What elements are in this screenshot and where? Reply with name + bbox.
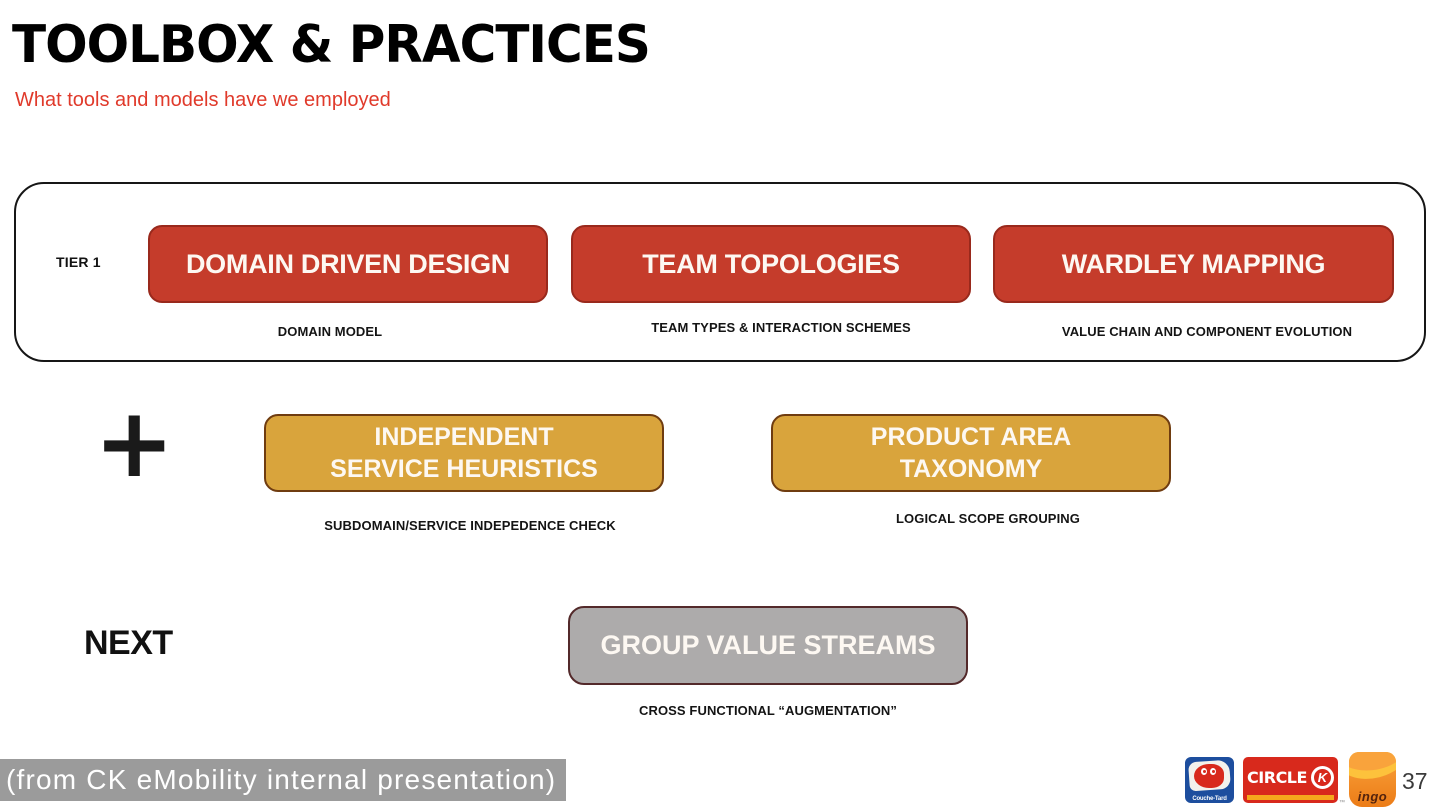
- caption-cross-functional: CROSS FUNCTIONAL “AUGMENTATION”: [638, 703, 898, 718]
- caption-domain-model: DOMAIN MODEL: [277, 324, 383, 339]
- caption-subdomain-check: SUBDOMAIN/SERVICE INDEPEDENCE CHECK: [324, 518, 616, 533]
- couche-tard-logo: Couche-Tard: [1185, 757, 1234, 803]
- page-title: TOOLBOX & PRACTICES: [12, 14, 651, 75]
- tier1-label: TIER 1: [56, 254, 101, 270]
- couche-tard-owl-icon: [1194, 764, 1224, 788]
- plus-symbol: +: [94, 387, 175, 499]
- page-number: 37: [1402, 768, 1428, 794]
- owl-eye: [1210, 768, 1216, 775]
- ingo-logo: ingo: [1349, 752, 1396, 807]
- page-subtitle: What tools and models have we employed: [15, 89, 391, 111]
- next-label: NEXT: [84, 624, 173, 662]
- ingo-wordmark: ingo: [1357, 789, 1388, 804]
- caption-value-chain: VALUE CHAIN AND COMPONENT EVOLUTION: [1061, 324, 1353, 339]
- practice-independent-service-heuristics: INDEPENDENT SERVICE HEURISTICS: [264, 414, 664, 492]
- practice-domain-driven-design: DOMAIN DRIVEN DESIGN: [148, 225, 548, 303]
- source-note: (from CK eMobility internal presentation…: [0, 759, 567, 801]
- caption-logical-scope: LOGICAL SCOPE GROUPING: [896, 511, 1080, 526]
- circle-k-wordmark: CIRCLE: [1247, 767, 1307, 787]
- caption-team-types: TEAM TYPES & INTERACTION SCHEMES: [651, 320, 911, 335]
- circle-k-orange-bar: [1247, 795, 1334, 800]
- circle-k-circle-icon: K: [1310, 765, 1334, 789]
- circle-k-logo: CIRCLE K ™: [1243, 757, 1345, 806]
- practice-label: INDEPENDENT SERVICE HEURISTICS: [330, 422, 598, 484]
- practice-wardley-mapping: WARDLEY MAPPING: [993, 225, 1394, 303]
- practice-product-area-taxonomy: PRODUCT AREA TAXONOMY: [771, 414, 1171, 492]
- practice-group-value-streams: GROUP VALUE STREAMS: [568, 606, 968, 685]
- practice-label: PRODUCT AREA TAXONOMY: [870, 422, 1072, 484]
- circle-k-letter: K: [1317, 769, 1328, 785]
- practice-team-topologies: TEAM TOPOLOGIES: [571, 225, 971, 303]
- owl-eye: [1201, 768, 1207, 775]
- couche-tard-wordmark: Couche-Tard: [1192, 796, 1227, 802]
- trademark-symbol: ™: [1339, 800, 1345, 806]
